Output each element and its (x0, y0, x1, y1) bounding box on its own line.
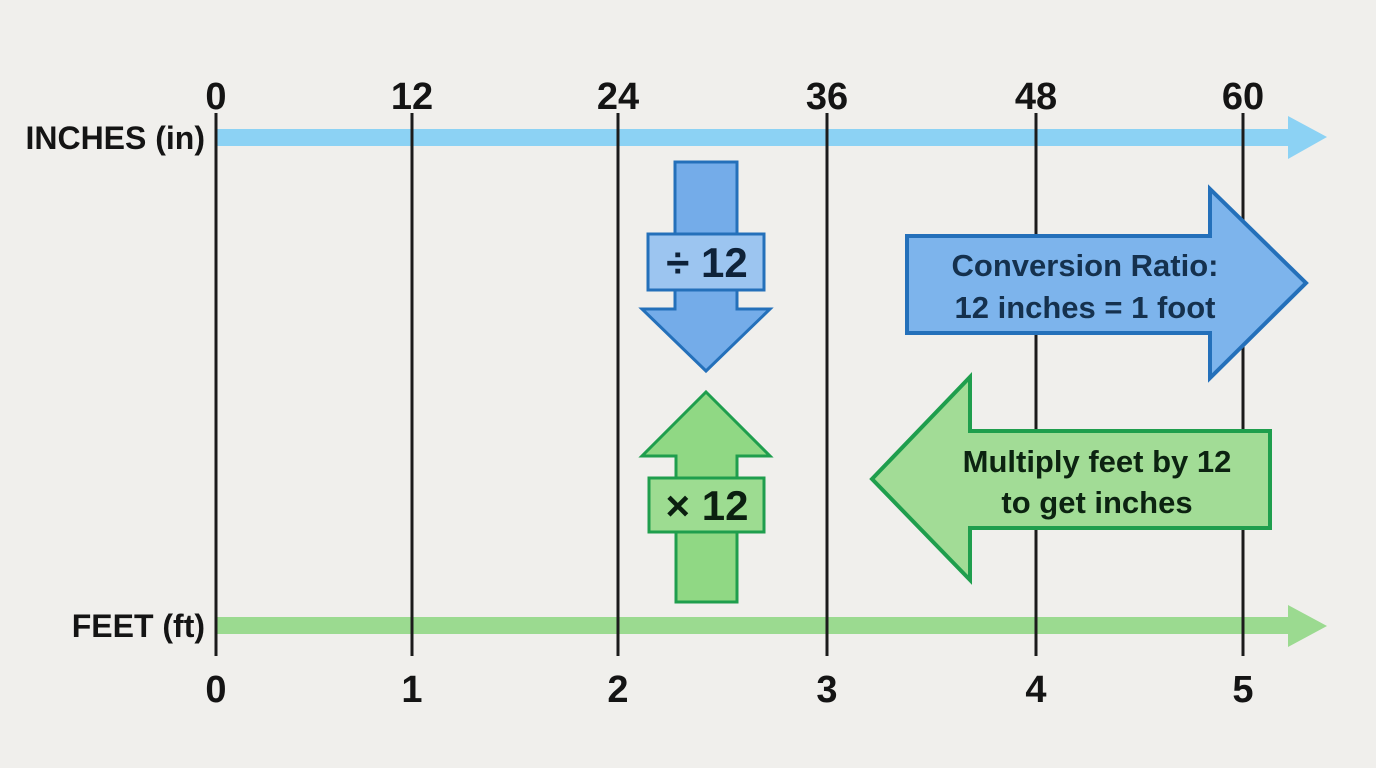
feet-to-inches-arrow: Multiply feet by 12 to get inches (869, 372, 1272, 585)
inches-tick-labels: 0 12 24 36 48 60 (205, 76, 1264, 118)
right-arrow-icon (905, 184, 1309, 383)
feet-axis-line (216, 605, 1327, 647)
feet-axis-arrowhead-icon (1288, 605, 1327, 647)
feet-tick-label: 2 (607, 669, 628, 711)
inches-axis-arrowhead-icon (1288, 116, 1327, 159)
inches-tick-label: 24 (597, 76, 639, 118)
left-arrow-icon (869, 372, 1272, 585)
inches-tick-label: 12 (391, 76, 433, 118)
multiply-by-12-arrow: × 12 (638, 389, 774, 604)
feet-tick-label: 5 (1232, 669, 1253, 711)
feet-to-inches-line2: to get inches (1001, 485, 1192, 520)
feet-tick-labels: 0 1 2 3 4 5 (205, 669, 1253, 711)
feet-tick-label: 4 (1025, 669, 1046, 711)
feet-to-inches-line1: Multiply feet by 12 (963, 444, 1232, 479)
conversion-ratio-line1: Conversion Ratio: (952, 248, 1219, 283)
feet-tick-label: 1 (401, 669, 422, 711)
inches-tick-label: 0 (205, 76, 226, 118)
inches-axis-line (216, 116, 1327, 159)
feet-axis-bar (216, 617, 1288, 634)
conversion-ratio-line2: 12 inches = 1 foot (954, 290, 1215, 325)
divide-label-box (646, 232, 766, 292)
divide-by-12-arrow: ÷ 12 (638, 160, 774, 374)
conversion-ratio-arrow: Conversion Ratio: 12 inches = 1 foot (905, 184, 1309, 383)
tick-lines (214, 113, 1245, 656)
inches-tick-label: 60 (1222, 76, 1264, 118)
multiply-by-12-label: × 12 (666, 482, 749, 529)
inches-tick-label: 36 (806, 76, 848, 118)
inches-tick-label: 48 (1015, 76, 1057, 118)
multiply-label-box (647, 476, 766, 534)
inches-axis-label: INCHES (in) (25, 120, 205, 156)
feet-tick-label: 0 (205, 669, 226, 711)
divide-by-12-label: ÷ 12 (666, 239, 747, 286)
feet-axis-label: FEET (ft) (72, 608, 205, 644)
feet-tick-label: 3 (816, 669, 837, 711)
inches-axis-bar (216, 129, 1288, 146)
